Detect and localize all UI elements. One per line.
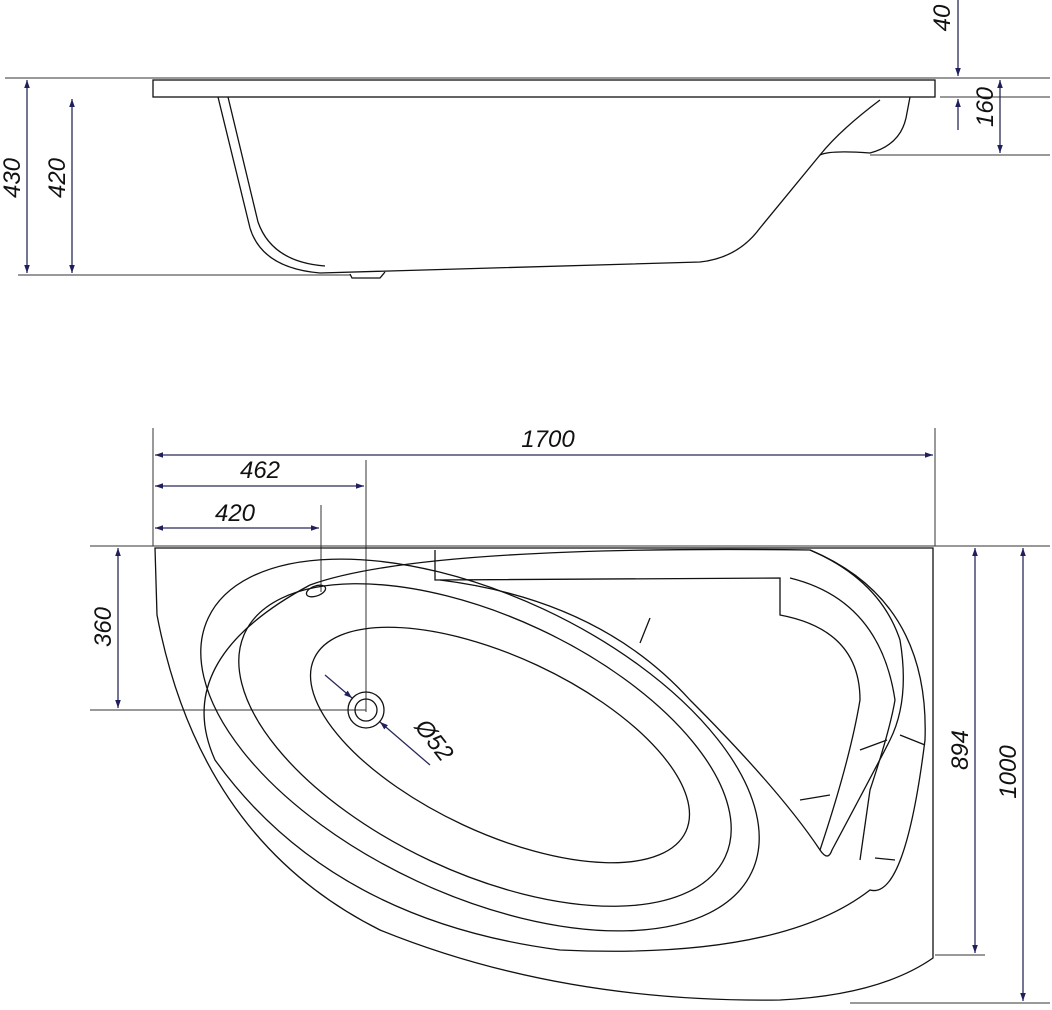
drain-inner <box>354 698 378 722</box>
basin-floor <box>309 626 691 864</box>
seat <box>434 549 904 857</box>
dim-overflow-x: 420 <box>215 500 256 527</box>
dim-width: 1000 <box>995 745 1022 799</box>
side-view: 430 420 40 160 <box>0 0 1050 279</box>
dim-length: 1700 <box>521 426 575 453</box>
dim-seat-height: 160 <box>972 86 999 127</box>
drain-outer <box>347 691 385 729</box>
tub-outline <box>154 547 934 1001</box>
basin-outer <box>200 558 760 932</box>
dim-rim-thickness: 40 <box>929 4 956 31</box>
dim-total-height: 430 <box>0 157 26 198</box>
top-view: 1700 462 420 360 Ø52 894 1000 <box>90 426 1050 1004</box>
dim-drain-x: 462 <box>240 457 280 484</box>
overflow-hole <box>305 584 327 598</box>
rim <box>152 79 936 98</box>
dim-drain-diameter: Ø52 <box>409 713 459 766</box>
dim-basin-depth: 420 <box>44 157 71 198</box>
rim-inner-edge <box>203 548 926 952</box>
tub-body-profile <box>217 96 911 274</box>
dim-drain-y: 360 <box>90 606 117 647</box>
dim-inner-width: 894 <box>947 730 974 770</box>
